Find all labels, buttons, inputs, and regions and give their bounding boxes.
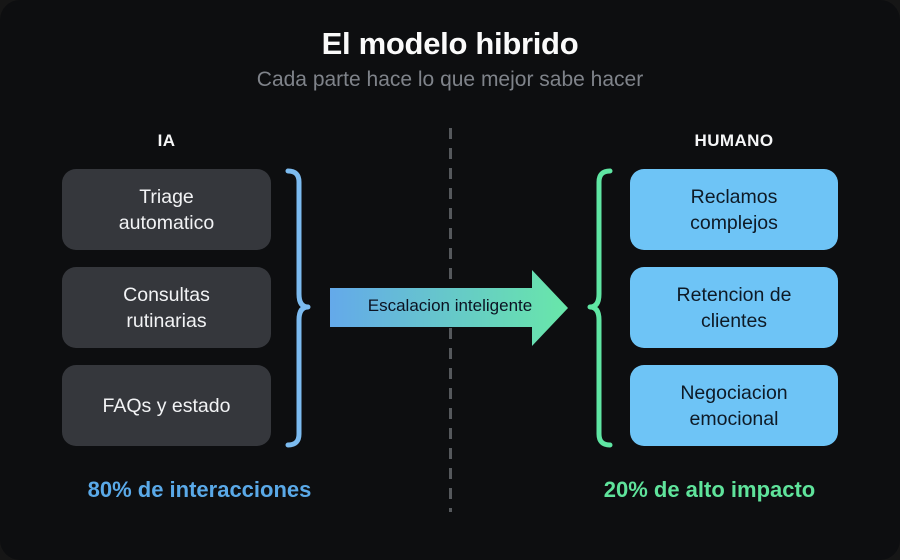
human-task-box: Reclamos complejos [630, 169, 838, 250]
ai-column-label: IA [157, 131, 176, 150]
human-task-box: Retencion de clientes [630, 267, 838, 348]
human-stat: 20% de alto impacto [603, 477, 816, 502]
human-task-label: Reclamos complejos [690, 185, 778, 234]
escalation-arrow [330, 270, 568, 346]
page-subtitle: Cada parte hace lo que mejor sabe hacer [256, 68, 644, 91]
ai-task-box: FAQs y estado [62, 365, 271, 446]
human-column-label: HUMANO [694, 131, 774, 150]
escalation-arrow-label: Escalacion inteligente [367, 296, 533, 315]
ai-task-label: Consultas rutinarias [123, 283, 210, 332]
ai-stat: 80% de interacciones [87, 477, 312, 502]
ai-task-label: FAQs y estado [102, 394, 231, 417]
human-task-box: Negociacion emocional [630, 365, 838, 446]
page-title: El modelo hibrido [321, 26, 579, 61]
ai-task-box: Triage automatico [62, 169, 271, 250]
ai-task-label: Triage automatico [118, 185, 215, 234]
ai-brace-icon [285, 168, 311, 448]
human-task-label: Retencion de clientes [676, 283, 792, 332]
ai-task-box: Consultas rutinarias [62, 267, 271, 348]
human-task-label: Negociacion emocional [680, 381, 788, 430]
human-brace-icon [587, 168, 613, 448]
